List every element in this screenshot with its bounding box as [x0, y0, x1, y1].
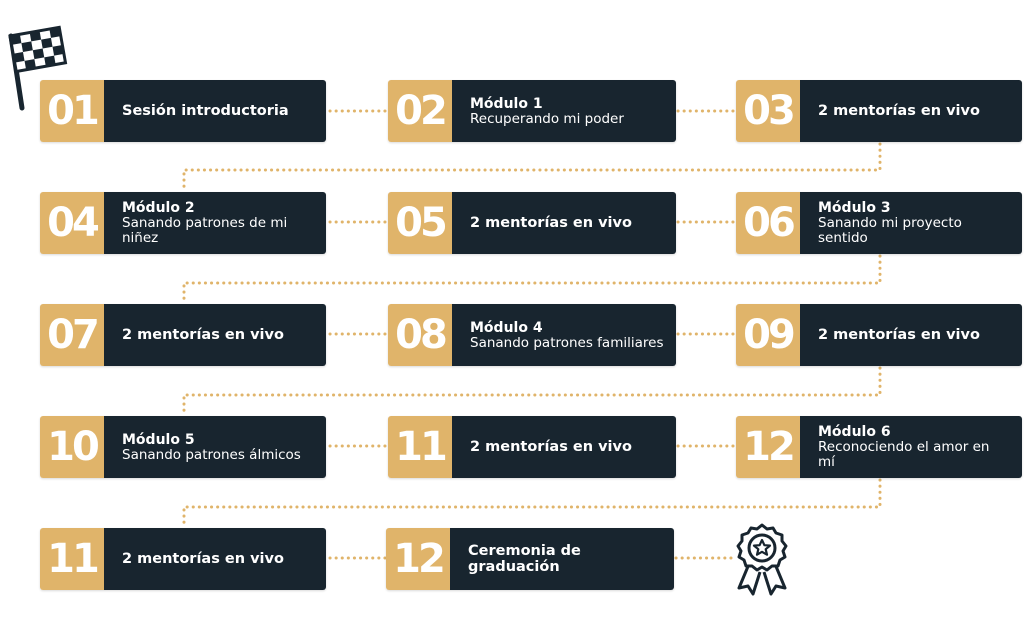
step-subtitle: Reconociendo el amor en mí [818, 439, 990, 470]
step-body: Módulo 5 Sanando patrones álmicos [104, 416, 326, 478]
step-11: 11 2 mentorías en vivo [388, 416, 676, 478]
step-04: 04 Módulo 2 Sanando patrones de mi niñez [40, 192, 326, 254]
step-body: 2 mentorías en vivo [800, 80, 1022, 142]
step-subtitle: Recuperando mi poder [470, 110, 624, 127]
step-title: 2 mentorías en vivo [122, 551, 284, 567]
step-body: Módulo 3 Sanando mi proyecto sentido [800, 192, 1022, 254]
step-body: 2 mentorías en vivo [104, 528, 326, 590]
step-number: 08 [388, 304, 452, 366]
step-body: Sesión introductoria [104, 80, 326, 142]
step-06: 06 Módulo 3 Sanando mi proyecto sentido [736, 192, 1022, 254]
step-number: 02 [388, 80, 452, 142]
step-number: 11 [388, 416, 452, 478]
step-number: 12 [386, 528, 450, 590]
step-10: 10 Módulo 5 Sanando patrones álmicos [40, 416, 326, 478]
step-subtitle: Sanando mi proyecto sentido [818, 215, 962, 246]
step-title: Módulo 1 [470, 95, 543, 112]
connector [182, 366, 882, 416]
step-number: 12 [736, 416, 800, 478]
step-title: Módulo 3 [818, 200, 891, 216]
step-title: Sesión introductoria [122, 103, 289, 119]
step-number: 06 [736, 192, 800, 254]
checkered-flag-icon [8, 25, 68, 111]
step-number: 07 [40, 304, 104, 366]
step-title: 2 mentorías en vivo [818, 103, 980, 119]
award-ribbon-icon [736, 523, 788, 596]
step-number: 03 [736, 80, 800, 142]
step-number: 05 [388, 192, 452, 254]
step-title: Módulo 4 [470, 319, 543, 336]
step-title: 2 mentorías en vivo [470, 439, 632, 455]
step-title: 2 mentorías en vivo [818, 327, 980, 343]
step-body: Módulo 2 Sanando patrones de mi niñez [104, 192, 326, 254]
step-14: 12 Ceremonia de graduación [386, 528, 674, 590]
step-number: 11 [40, 528, 104, 590]
step-title: Módulo 6 [818, 424, 891, 440]
step-subtitle: Sanando patrones familiares [470, 334, 664, 351]
step-body: 2 mentorías en vivo [800, 304, 1022, 366]
step-subtitle: Sanando patrones álmicos [122, 446, 301, 463]
step-title: Ceremonia de graduación [468, 543, 581, 575]
step-title: 2 mentorías en vivo [470, 215, 632, 231]
step-body: Ceremonia de graduación [450, 528, 674, 590]
connector [182, 478, 882, 528]
step-body: Módulo 4 Sanando patrones familiares [452, 304, 676, 366]
step-01: 01 Sesión introductoria [40, 80, 326, 142]
step-08: 08 Módulo 4 Sanando patrones familiares [388, 304, 676, 366]
step-07: 07 2 mentorías en vivo [40, 304, 326, 366]
step-number: 10 [40, 416, 104, 478]
step-number: 04 [40, 192, 104, 254]
step-body: Módulo 1 Recuperando mi poder [452, 80, 676, 142]
step-03: 03 2 mentorías en vivo [736, 80, 1022, 142]
step-title: 2 mentorías en vivo [122, 327, 284, 343]
step-body: 2 mentorías en vivo [104, 304, 326, 366]
step-subtitle: Sanando patrones de mi niñez [122, 215, 288, 246]
step-05: 05 2 mentorías en vivo [388, 192, 676, 254]
step-09: 09 2 mentorías en vivo [736, 304, 1022, 366]
step-02: 02 Módulo 1 Recuperando mi poder [388, 80, 676, 142]
step-title: Módulo 5 [122, 431, 195, 448]
step-body: Módulo 6 Reconociendo el amor en mí [800, 416, 1022, 478]
step-13: 11 2 mentorías en vivo [40, 528, 326, 590]
connector [182, 142, 882, 192]
step-title: Módulo 2 [122, 200, 195, 216]
step-12: 12 Módulo 6 Reconociendo el amor en mí [736, 416, 1022, 478]
step-number: 01 [40, 80, 104, 142]
step-body: 2 mentorías en vivo [452, 192, 676, 254]
step-number: 09 [736, 304, 800, 366]
step-body: 2 mentorías en vivo [452, 416, 676, 478]
connector [182, 254, 882, 304]
